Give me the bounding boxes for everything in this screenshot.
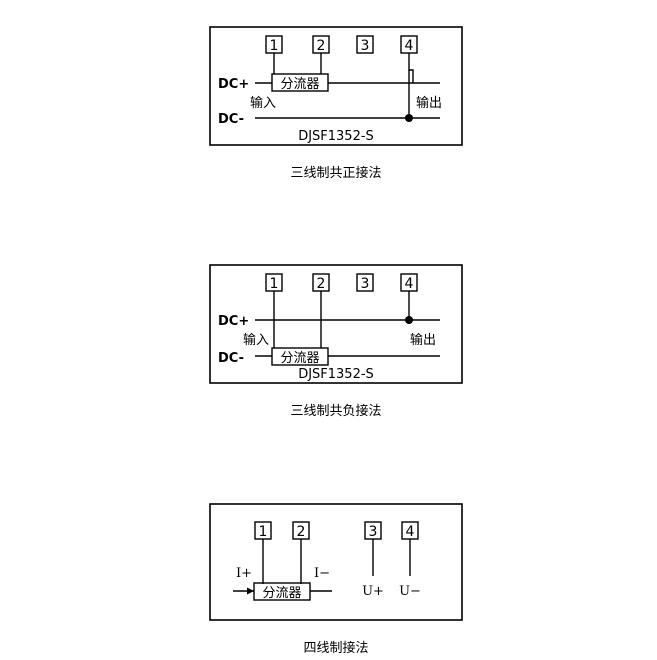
output-label: 输出 — [410, 332, 436, 348]
i-plus-label: I+ — [236, 566, 252, 581]
meter-frame — [209, 26, 463, 146]
u-plus-label: U+ — [362, 584, 384, 599]
model-label: DJSF1352-S — [298, 367, 374, 382]
terminal-1-label: 1 — [259, 524, 268, 540]
terminal-4-label: 4 — [405, 38, 414, 54]
terminal-3-box — [356, 35, 374, 54]
dc-minus-label: DC- — [218, 351, 244, 366]
output-label: 输出 — [416, 95, 442, 111]
diagram-four-wire: 1 2 3 4 I+ I− 分流器 U+ U− 四线制接法 — [209, 503, 463, 656]
terminal-3-label: 3 — [361, 38, 370, 54]
terminal-1-label: 1 — [270, 38, 279, 54]
terminal-2-label: 2 — [317, 38, 326, 54]
caption: 四线制接法 — [303, 640, 368, 656]
model-label: DJSF1352-S — [298, 129, 374, 144]
terminal-3-box — [356, 273, 374, 292]
meter-frame — [209, 264, 463, 384]
diagram-common-negative: 1 2 3 4 DC+ 输入 输出 DC- 分流器 DJSF1352-S 三线制… — [209, 264, 463, 419]
terminal-3-label: 3 — [361, 276, 370, 292]
caption: 三线制共负接法 — [290, 403, 381, 419]
junction-dot — [405, 114, 413, 122]
shunt-label: 分流器 — [280, 77, 319, 92]
diagram-common-positive: 1 2 3 4 DC+ 分流器 输入 输出 DC- DJSF1352-S 三线制… — [209, 26, 463, 181]
arrow-right-icon — [247, 587, 254, 595]
shunt-label: 分流器 — [280, 351, 319, 366]
shunt-label: 分流器 — [262, 586, 301, 601]
input-label: 输入 — [250, 95, 276, 111]
caption: 三线制共正接法 — [290, 165, 381, 181]
meter-frame — [209, 503, 463, 621]
input-label: 输入 — [243, 332, 269, 348]
terminal-4-leg-upper — [408, 53, 414, 83]
terminal-4-label: 4 — [406, 524, 415, 540]
dc-plus-label: DC+ — [218, 77, 249, 92]
terminal-2-label: 2 — [297, 524, 306, 540]
terminal-4-label: 4 — [405, 276, 414, 292]
dc-minus-label: DC- — [218, 112, 244, 127]
terminal-2-label: 2 — [317, 276, 326, 292]
u-minus-label: U− — [399, 584, 421, 599]
terminal-3-label: 3 — [369, 524, 378, 540]
dc-plus-label: DC+ — [218, 314, 249, 329]
i-minus-label: I− — [314, 566, 330, 581]
terminal-1-label: 1 — [270, 276, 279, 292]
